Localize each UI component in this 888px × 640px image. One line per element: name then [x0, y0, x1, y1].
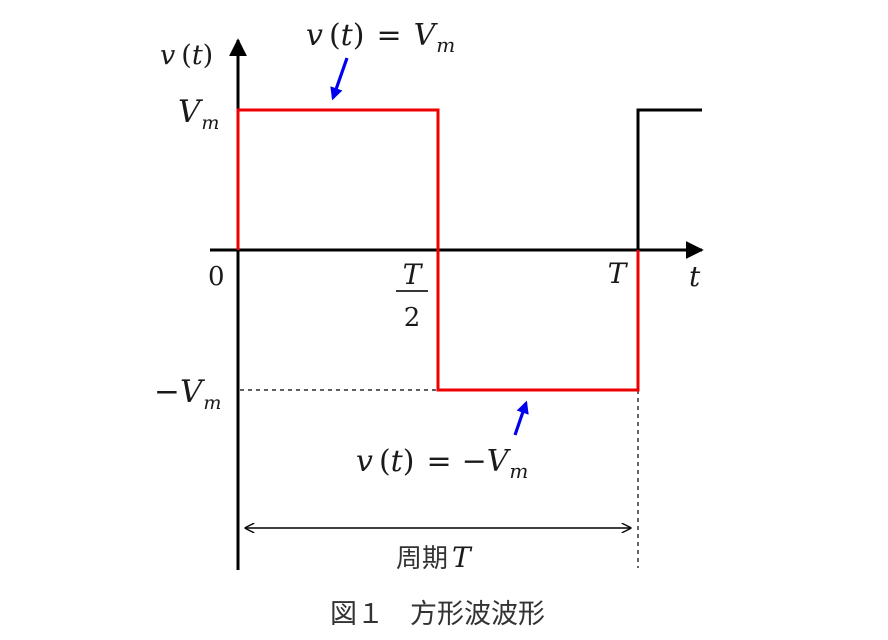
vm-tick-label: Vm [178, 94, 219, 134]
half-period-numerator: T [403, 258, 424, 291]
upper-level-annotation: v(t)=Vm [306, 18, 455, 57]
origin-label: 0 [208, 262, 225, 292]
x-axis-label: t [689, 260, 701, 293]
period-tick-label: T [608, 257, 629, 290]
square-wave-first-period [236, 108, 640, 392]
y-axis-label: v(t) [160, 40, 213, 71]
half-period-denominator: 2 [404, 303, 421, 333]
minus-vm-tick-label: −Vm [154, 374, 221, 414]
lower-level-annotation: v(t)=−Vm [356, 444, 528, 483]
lower-pointer-arrow [513, 400, 529, 436]
square-wave-next-period [636, 108, 702, 250]
upper-pointer-arrow [330, 57, 349, 101]
